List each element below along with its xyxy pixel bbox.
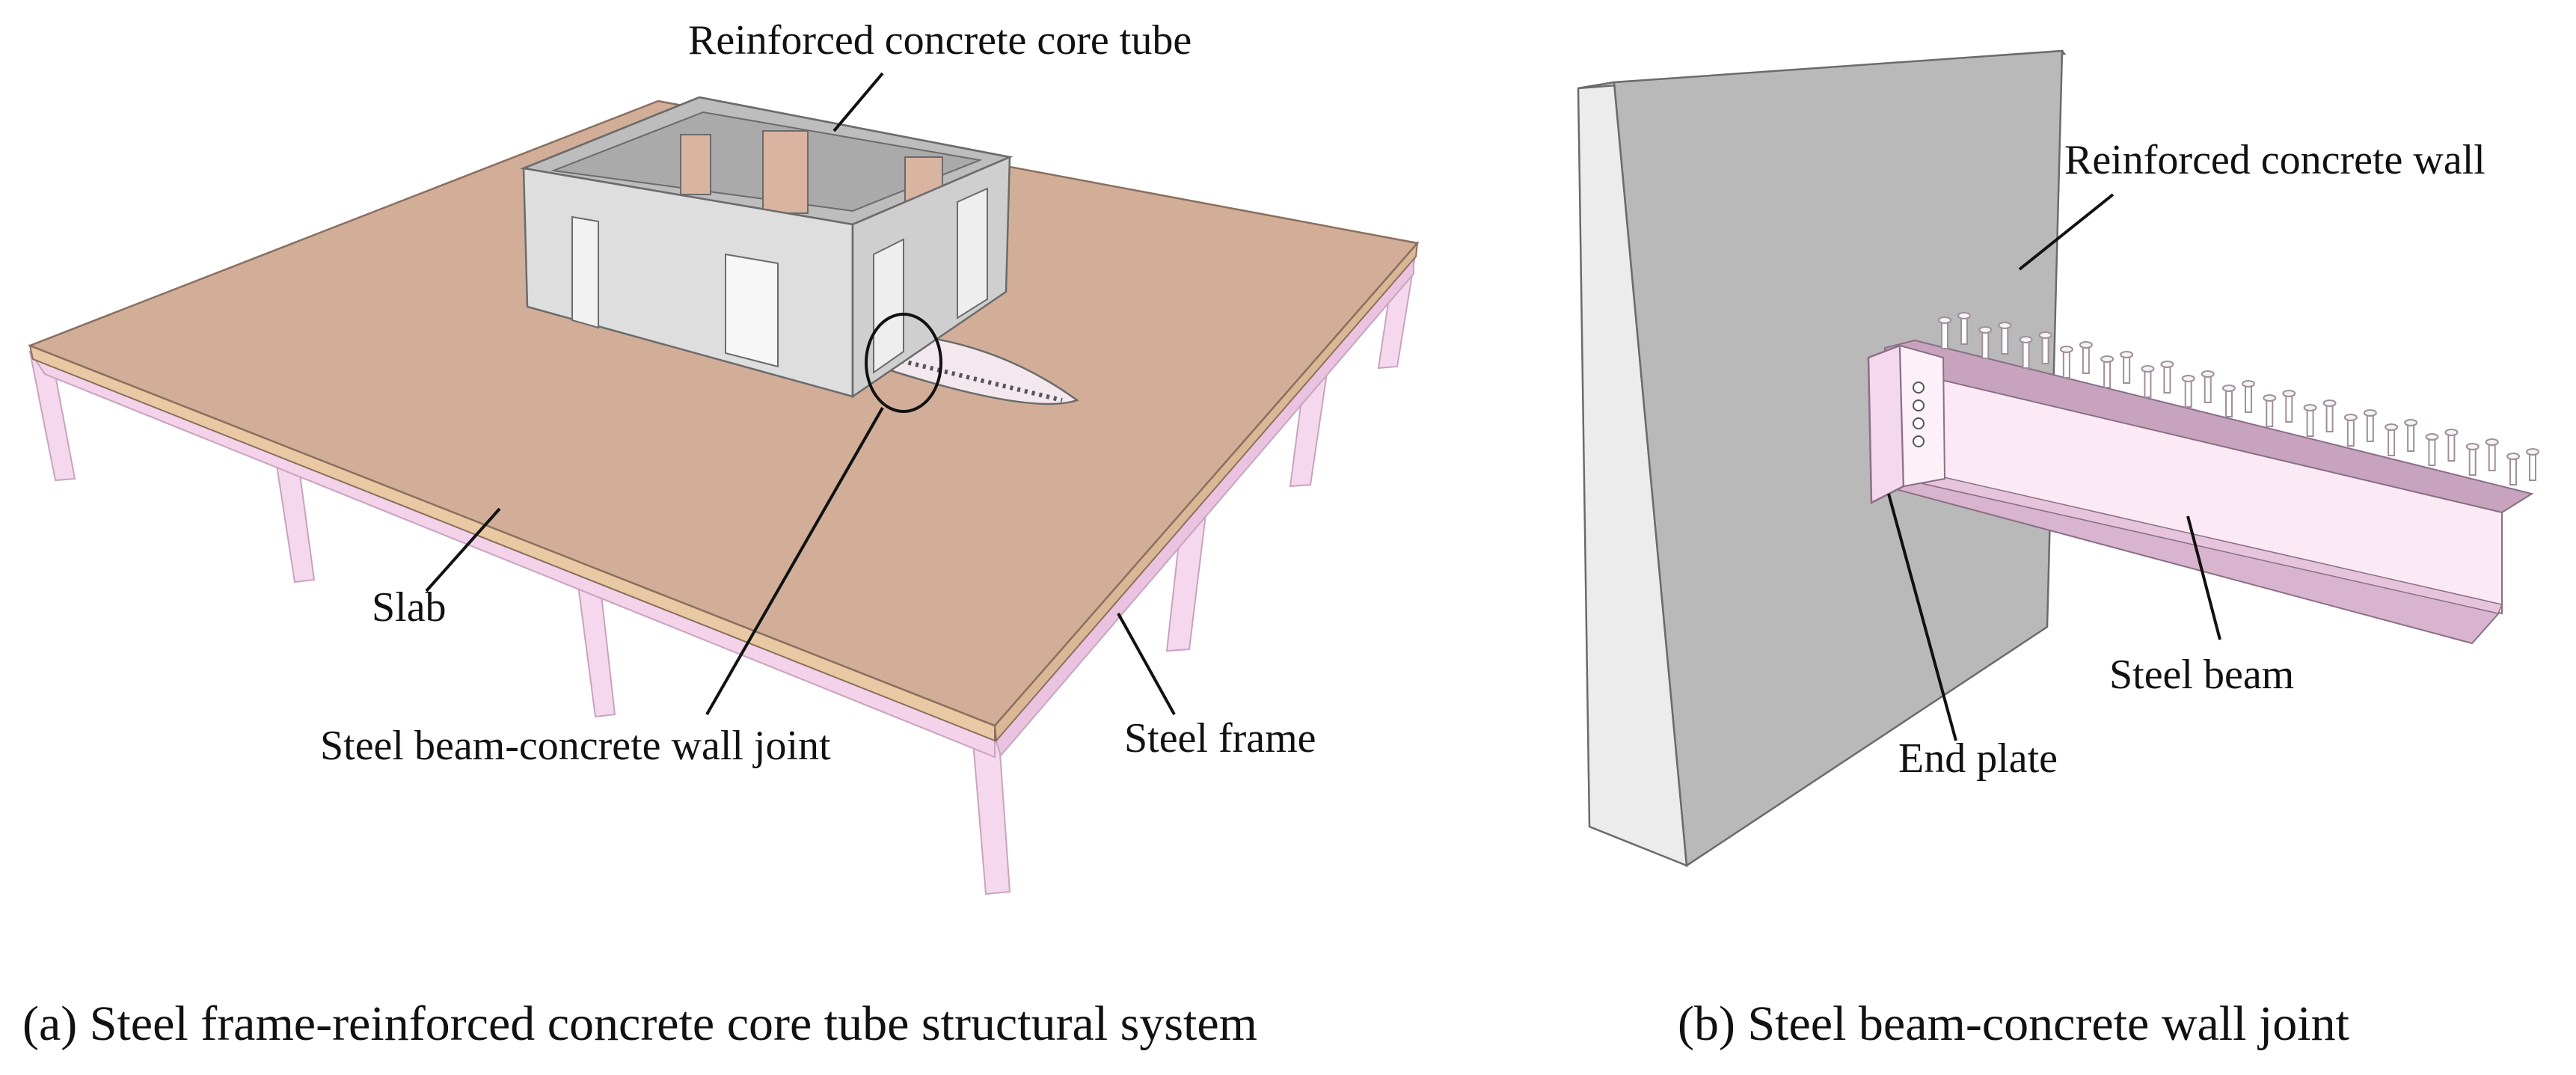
shear-stud — [2322, 399, 2337, 432]
shear-stud — [2160, 361, 2174, 393]
shear-stud — [2465, 443, 2480, 476]
opening-beam-studs — [893, 357, 1063, 402]
leader-steel-frame — [1117, 613, 1176, 715]
end-plate-face — [1867, 344, 1905, 505]
label-end-plate: End plate — [1898, 735, 2058, 782]
leader-core-tube — [832, 72, 884, 132]
label-wall: Reinforced concrete wall — [2064, 137, 2485, 183]
label-steel-beam: Steel beam — [2109, 652, 2294, 698]
shear-stud — [2079, 341, 2093, 374]
leader-wall — [2018, 193, 2115, 271]
shear-stud — [2343, 414, 2358, 447]
shear-stud — [1957, 312, 1971, 345]
shear-stud — [2242, 380, 2255, 413]
shear-stud — [2485, 438, 2499, 471]
shear-stud — [2282, 390, 2296, 423]
bolt-icon — [1913, 435, 1925, 447]
bolt-icon — [1913, 399, 1925, 411]
leader-steel-beam — [2186, 515, 2221, 640]
core-door — [725, 253, 779, 368]
wall-front-face — [1613, 49, 2064, 868]
shear-stud — [2263, 394, 2277, 427]
slab-top — [27, 99, 1420, 727]
panel-b-joint-detail: Reinforced concrete wall Steel beam End … — [1577, 49, 2539, 1051]
steel-beam — [1884, 339, 2534, 645]
shear-stud — [1978, 326, 1993, 359]
concrete-wall — [1577, 49, 2067, 868]
slab — [27, 99, 1420, 743]
shear-stud — [2038, 331, 2052, 364]
shear-stud — [2425, 433, 2439, 466]
shear-stud — [2059, 346, 2073, 379]
shear-stud — [2100, 355, 2115, 388]
shear-stud — [2303, 404, 2317, 437]
shear-stud — [2385, 423, 2399, 456]
panel-a-structural-system: Reinforced concrete core tube Slab Steel… — [22, 17, 1420, 1051]
shear-stud — [2019, 336, 2033, 369]
slab-opening — [889, 331, 1079, 405]
bolt-icon — [1913, 382, 1925, 393]
core-door — [957, 187, 988, 319]
label-steel-frame: Steel frame — [1124, 715, 1316, 762]
core-door — [873, 238, 904, 374]
label-joint: Steel beam-concrete wall joint — [320, 723, 831, 769]
caption-a: (a) Steel frame-reinforced concrete core… — [22, 996, 1257, 1051]
bolt-icon — [1913, 417, 1925, 429]
leader-joint — [705, 407, 884, 715]
leader-slab — [425, 507, 501, 592]
caption-b: (b) Steel beam-concrete wall joint — [1678, 996, 2349, 1051]
shear-stud — [2120, 351, 2134, 384]
shear-stud — [2201, 370, 2215, 403]
label-core-tube: Reinforced concrete core tube — [688, 17, 1192, 64]
shear-stud — [2363, 409, 2377, 442]
joint-highlight-circle — [865, 313, 942, 413]
shear-stud — [2141, 365, 2155, 398]
shear-stud — [2181, 375, 2195, 408]
end-plate — [1867, 344, 1946, 505]
shear-stud — [2526, 448, 2539, 481]
core-tube — [520, 96, 1013, 399]
core-opening — [680, 134, 711, 195]
shear-stud — [2222, 385, 2236, 417]
shear-stud — [2506, 453, 2520, 486]
shear-stud — [1998, 322, 2012, 355]
core-opening — [762, 130, 809, 214]
shear-stud — [1938, 316, 1951, 349]
leader-end-plate — [1887, 493, 1957, 741]
label-slab: Slab — [372, 584, 447, 631]
end-plate-front — [1898, 344, 1946, 488]
shear-stud — [2444, 429, 2459, 462]
core-door — [571, 215, 599, 329]
shear-studs — [1938, 312, 2539, 486]
shear-stud — [2404, 419, 2418, 452]
